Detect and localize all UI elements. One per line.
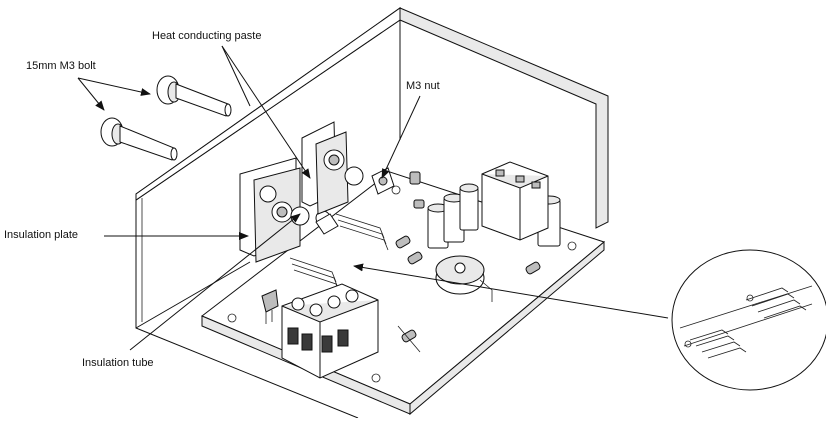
bolt-bottom: [100, 117, 178, 161]
label-nut: M3 nut: [406, 80, 440, 92]
resistors: [395, 171, 541, 353]
label-bolt: 15mm M3 bolt: [26, 60, 96, 72]
transistor-heatsink-left: [239, 157, 339, 263]
connector-blocks: [481, 161, 549, 241]
bolt-top: [156, 75, 232, 117]
small-transistor: [261, 289, 279, 324]
leader-lines: [77, 45, 669, 351]
enclosure: [135, 7, 609, 419]
transistor-heatsink-right: [301, 121, 395, 215]
label-paste: Heat conducting paste: [152, 30, 262, 42]
detail-magnifier: [671, 249, 826, 391]
label-tube: Insulation tube: [82, 357, 154, 369]
label-plate: Insulation plate: [4, 229, 78, 241]
terminal-block: [281, 283, 379, 379]
transistor-leads: [289, 213, 389, 295]
